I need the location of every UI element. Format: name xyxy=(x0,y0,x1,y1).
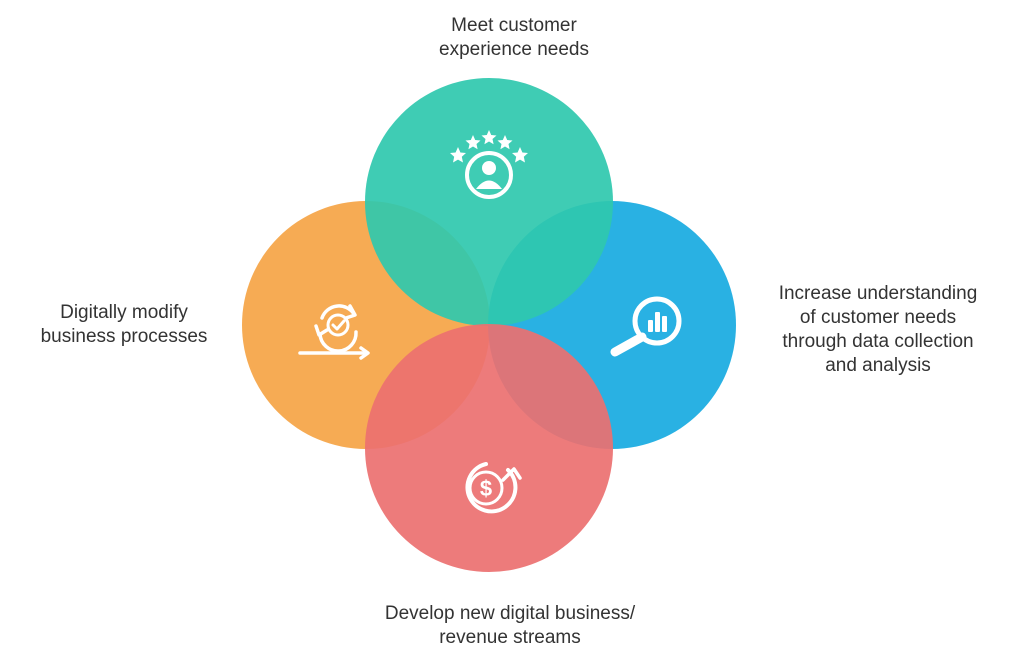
customer-rating-icon xyxy=(450,130,528,199)
circles xyxy=(242,78,736,572)
circle-top xyxy=(365,78,613,326)
label-line: of customer needs xyxy=(799,307,957,328)
svg-text:$: $ xyxy=(480,476,492,501)
label-line: Develop new digital business/ xyxy=(384,603,636,624)
label-increase-understanding: Increase understanding of customer needs… xyxy=(758,282,998,378)
label-line: Digitally modify xyxy=(60,302,188,323)
process-cycle-check-icon xyxy=(298,304,370,360)
label-line: revenue streams xyxy=(439,627,581,648)
circle-bottom xyxy=(365,324,613,572)
label-line: through data collection xyxy=(782,331,974,352)
label-digitally-modify-business-processes: Digitally modify business processes xyxy=(10,301,238,349)
label-line: experience needs xyxy=(439,39,589,60)
magnifier-chart-icon xyxy=(610,296,682,357)
label-line: Increase understanding xyxy=(778,283,978,304)
label-line: and analysis xyxy=(825,355,931,376)
label-line: business processes xyxy=(40,326,208,347)
label-meet-customer-experience-needs: Meet customer experience needs xyxy=(384,14,644,62)
dollar-growth-icon: $ xyxy=(465,462,522,514)
label-develop-new-revenue-streams: Develop new digital business/ revenue st… xyxy=(330,602,690,650)
label-line: Meet customer xyxy=(451,15,577,36)
